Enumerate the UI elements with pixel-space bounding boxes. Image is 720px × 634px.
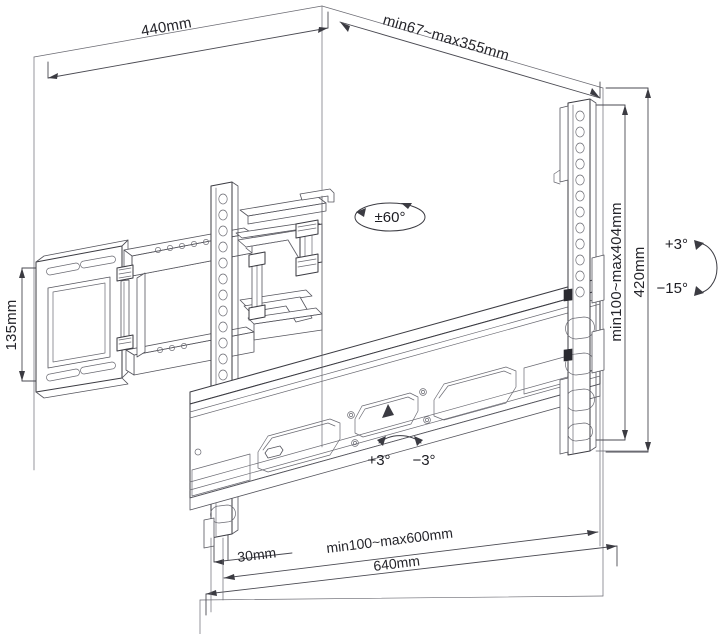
dimension-label-30mm: 30mm [236, 544, 277, 565]
rotation-arc-icon: +3° −3° [367, 435, 436, 469]
reference-box [33, 5, 604, 634]
vesa-arm-right [553, 98, 605, 456]
dimension-label-420mm: 420mm [631, 246, 648, 297]
swivel-rotation-icon: ±60° [354, 202, 426, 232]
dimension-label-135mm: 135mm [3, 299, 20, 350]
dimension-min67-max355mm: min67~max355mm [339, 12, 601, 99]
dimension-640mm: 640mm [205, 544, 618, 616]
dimension-label-min67-max355mm: min67~max355mm [381, 12, 511, 65]
dimension-label-640mm: 640mm [372, 552, 420, 574]
dimension-30mm: 30mm [213, 519, 293, 565]
articulating-arm-left [116, 227, 255, 376]
tilt-down-label: −15° [657, 280, 688, 297]
tilt-arc-icon: +3° −15° [657, 236, 718, 297]
dimension-440mm: 440mm [47, 11, 329, 79]
rotation-plus-label: +3° [367, 452, 390, 469]
dimension-min100-max404mm: min100~max404mm [595, 104, 628, 441]
articulating-arm-elbow [235, 188, 335, 341]
dimension-420mm: 420mm [605, 87, 651, 453]
dimension-label-min100-max404mm: min100~max404mm [608, 202, 625, 341]
up-arrow-marker-icon [354, 392, 419, 438]
rotation-minus-label: −3° [412, 452, 435, 469]
dimension-135mm: 135mm [3, 267, 41, 382]
projection-lines [210, 195, 649, 613]
wall-rail [189, 277, 601, 511]
dimension-label-min100-max600mm: min100~max600mm [325, 525, 453, 556]
swivel-angle-label: ±60° [375, 209, 406, 226]
dimension-min100-max600mm: min100~max600mm [223, 525, 599, 580]
left-mount-plate [35, 239, 129, 399]
tilt-up-label: +3° [665, 236, 688, 253]
dimension-label-440mm: 440mm [140, 14, 193, 40]
